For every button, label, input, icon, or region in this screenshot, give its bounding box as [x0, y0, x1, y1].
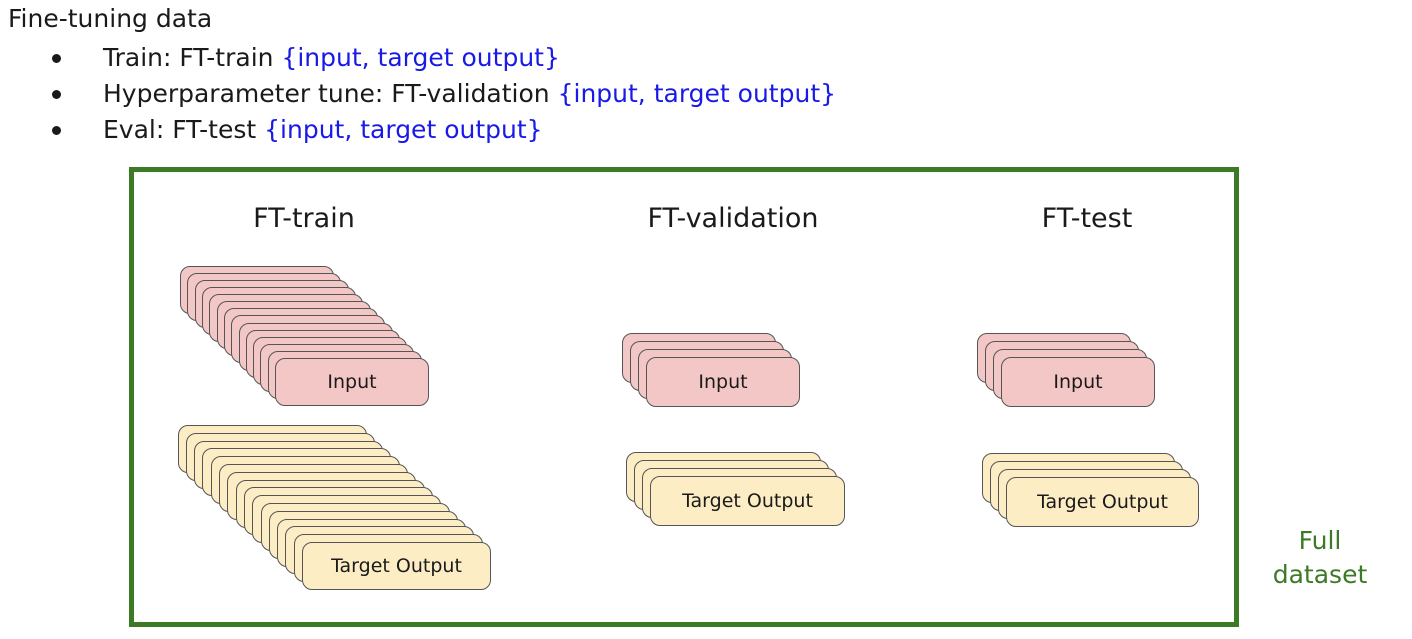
- heading: Fine-tuning data: [8, 4, 213, 33]
- bullet-text: Train: FT-train: [103, 43, 282, 72]
- bullet-dot-icon: [52, 54, 61, 63]
- target-output-card-front: Target Output: [650, 476, 845, 526]
- column-title-ft-validation: FT-validation: [647, 203, 819, 234]
- bullet-text: Eval: FT-test: [103, 115, 265, 144]
- input-card-front: Input: [646, 357, 800, 407]
- bullet-item: Hyperparameter tune: FT-validation {inpu…: [48, 76, 836, 112]
- column-title-ft-train: FT-train: [253, 203, 355, 234]
- bullet-dot-icon: [52, 90, 61, 99]
- bullet-item: Train: FT-train {input, target output}: [48, 40, 836, 76]
- column-title-ft-test: FT-test: [1041, 203, 1133, 234]
- full-dataset-label-line: dataset: [1272, 560, 1368, 589]
- full-dataset-label: Full dataset: [1260, 524, 1380, 592]
- bullet-item: Eval: FT-test {input, target output}: [48, 112, 836, 148]
- input-card-front: Input: [1001, 357, 1155, 407]
- bullet-highlight: {input, target output}: [557, 79, 837, 108]
- target-output-card-front: Target Output: [1006, 477, 1199, 527]
- bullet-highlight: {input, target output}: [281, 43, 560, 72]
- bullet-text: Hyperparameter tune: FT-validation: [103, 79, 558, 108]
- full-dataset-label-line: Full: [1298, 526, 1342, 555]
- bullet-highlight: {input, target output}: [264, 115, 543, 144]
- full-dataset-frame: [129, 167, 1239, 627]
- input-card-front: Input: [275, 358, 429, 406]
- target-output-card-front: Target Output: [302, 542, 491, 590]
- bullet-list: Train: FT-train {input, target output} H…: [48, 40, 836, 148]
- bullet-dot-icon: [52, 126, 61, 135]
